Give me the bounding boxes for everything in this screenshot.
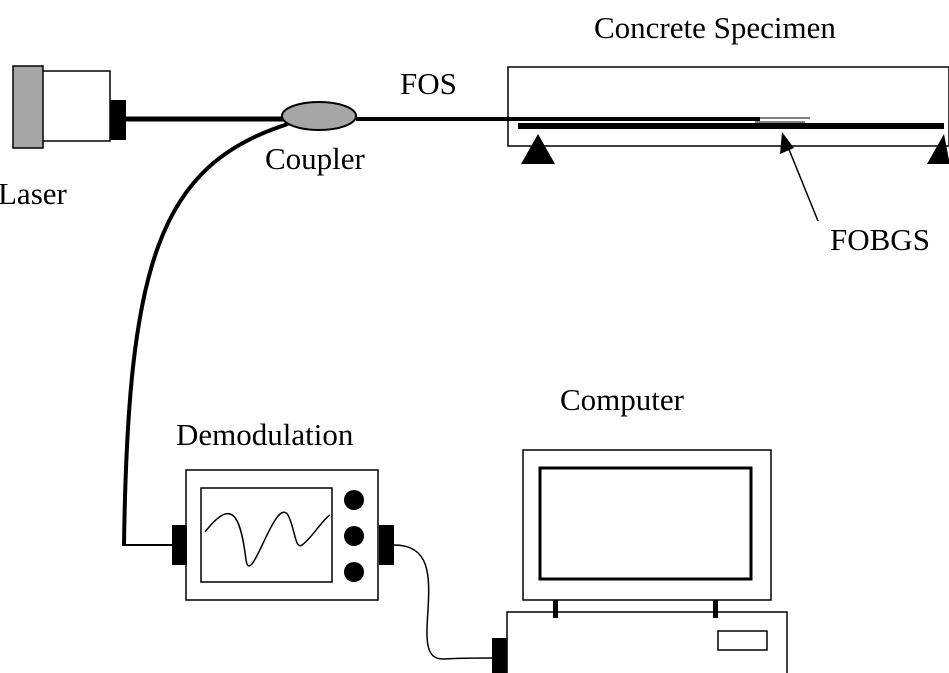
fos-label: FOS bbox=[400, 66, 457, 101]
monitor-stand-left bbox=[553, 600, 558, 618]
demodulation-knob-3 bbox=[344, 562, 364, 582]
concrete-specimen-box bbox=[507, 66, 949, 147]
laser-unit bbox=[12, 65, 126, 149]
coupler-label: Coupler bbox=[265, 141, 366, 176]
monitor-stand-right bbox=[713, 600, 718, 618]
fobgs-pointer-arrowhead bbox=[780, 132, 794, 154]
fobgs-pointer-line bbox=[787, 146, 819, 222]
laser-housing bbox=[37, 70, 111, 142]
laser-plate bbox=[12, 65, 44, 149]
coupler-icon bbox=[281, 101, 357, 131]
right-support-icon bbox=[927, 134, 949, 164]
fobgs-label: FOBGS bbox=[830, 222, 930, 257]
demodulation-right-connector bbox=[379, 525, 394, 565]
demodulation-label: Demodulation bbox=[176, 417, 354, 452]
laser-label: Laser bbox=[0, 176, 68, 211]
waveform-icon bbox=[204, 511, 331, 567]
demodulation-left-connector bbox=[172, 525, 187, 565]
concrete-specimen-label: Concrete Specimen bbox=[594, 10, 836, 45]
demodulation-knob-2 bbox=[344, 526, 364, 546]
fiber-coupler-to-demodulation bbox=[122, 122, 289, 546]
demodulation-knob-1 bbox=[344, 490, 364, 510]
laser-connector bbox=[110, 100, 126, 140]
computer-connector bbox=[492, 638, 507, 673]
computer-drive-slot bbox=[717, 630, 768, 651]
computer-screen bbox=[538, 466, 753, 581]
left-support-icon bbox=[521, 134, 555, 164]
computer-base-unit bbox=[506, 611, 788, 673]
cable-demodulation-to-computer bbox=[393, 544, 493, 660]
computer-label: Computer bbox=[560, 382, 685, 417]
